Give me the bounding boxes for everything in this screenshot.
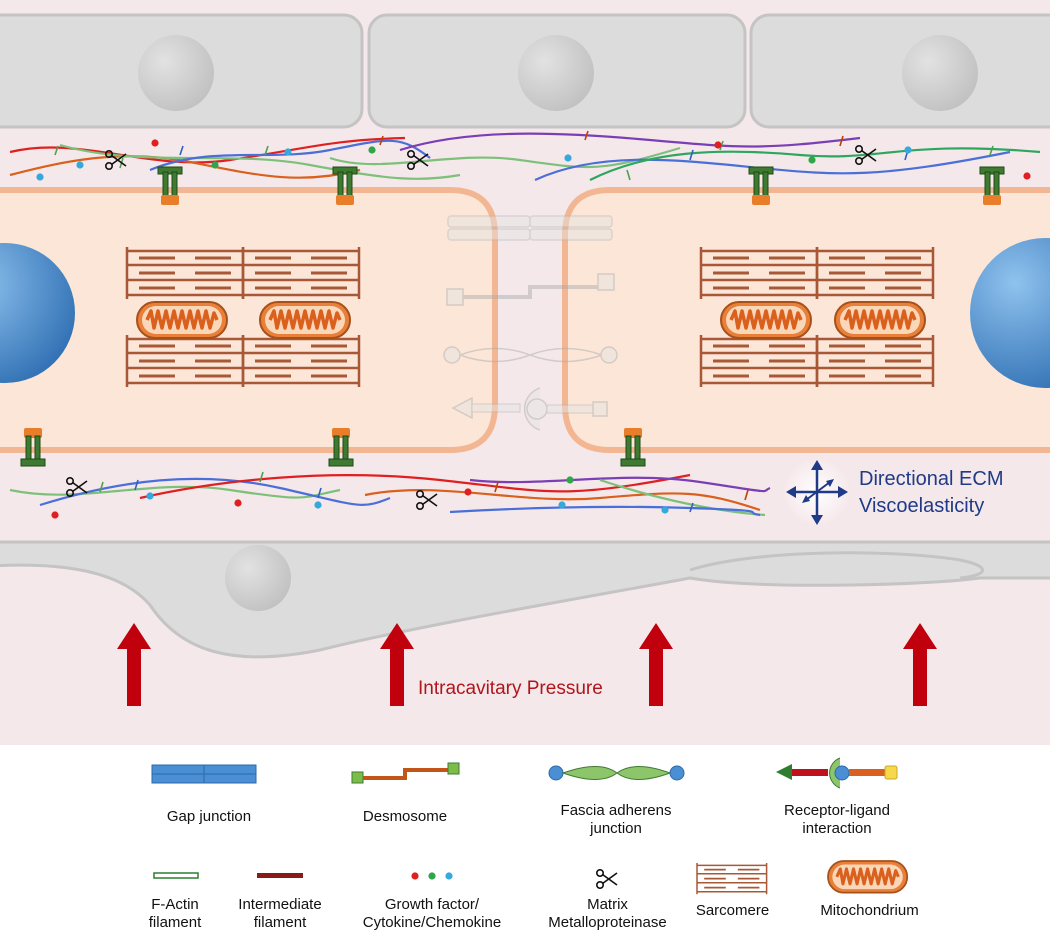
legend-text: Intermediate — [238, 896, 322, 913]
legend-growth-label: Growth factor/ Cytokine/Chemokine — [352, 896, 512, 932]
ecm-label-line2: Viscoelasticity — [859, 495, 985, 517]
nucleus-gray — [225, 545, 291, 611]
mitochondrium — [258, 300, 352, 340]
nucleus-blue — [0, 243, 75, 383]
legend-sarcomere-label: Sarcomere — [680, 902, 785, 920]
legend-fascia-adherens-icon — [548, 765, 685, 781]
intracavitary-pressure-label: Intracavitary Pressure — [418, 678, 603, 699]
legend-text: F-Actin — [151, 896, 199, 913]
legend-text: Matrix — [587, 896, 628, 913]
mitochondrium — [719, 300, 813, 340]
legend-text: Growth factor/ — [384, 896, 480, 913]
legend-mmp-scissors-icon — [595, 868, 618, 890]
top-cell-row — [0, 13, 1050, 129]
legend-desmosome-label: Desmosome — [330, 808, 480, 826]
legend-desmosome-icon — [351, 762, 460, 784]
nucleus-gray — [138, 35, 214, 111]
legend-sarcomere-icon — [696, 862, 768, 896]
legend-receptor-label: Receptor-ligand interaction — [752, 802, 922, 838]
mitochondrium — [135, 300, 229, 340]
legend-gap-junction-label: Gap junction — [134, 808, 284, 826]
legend-gap-junction-icon — [151, 764, 257, 784]
legend-text: junction — [590, 820, 642, 837]
nucleus-gray — [518, 35, 594, 111]
legend-fascia-label: Fascia adherens junction — [531, 802, 701, 838]
legend-text: Cytokine/Chemokine — [362, 914, 502, 931]
legend-intermediate-label: Intermediate filament — [225, 896, 335, 932]
legend-mitochondrium-label: Mitochondrium — [807, 902, 932, 920]
legend-factin-label: F-Actin filament — [120, 896, 230, 932]
legend-growth-factor-icon — [411, 872, 453, 880]
growth-factor-dots-top — [36, 139, 1031, 181]
growth-factor-dots-bottom — [51, 476, 669, 519]
ecm-label-line1: Directional ECM — [859, 468, 1004, 490]
ecm-viscoelasticity-arrows-icon — [783, 458, 851, 526]
legend-mmp-label: Matrix Metalloproteinase — [530, 896, 685, 932]
legend-text: Fascia adherens — [560, 802, 672, 819]
legend-text: Desmosome — [362, 808, 448, 825]
legend-text: Metalloproteinase — [548, 914, 667, 931]
legend-intermediate-filament-icon — [257, 873, 303, 878]
cardiomyocyte-left — [0, 187, 498, 453]
legend-text: Mitochondrium — [820, 902, 919, 919]
legend-text: Sarcomere — [695, 902, 770, 919]
legend-factin-icon — [153, 872, 199, 879]
nucleus-blue — [970, 238, 1050, 388]
legend-text: filament — [148, 914, 202, 931]
nucleus-gray — [902, 35, 978, 111]
legend-text: filament — [253, 914, 307, 931]
intercalated-disc-junctions — [443, 215, 618, 431]
legend-receptor-ligand-icon — [776, 757, 898, 789]
legend-mitochondrium-icon — [826, 859, 909, 895]
mitochondrium — [833, 300, 927, 340]
legend-text: interaction — [802, 820, 872, 837]
legend-text: Gap junction — [166, 808, 252, 825]
ecm-viscoelasticity-label: Directional ECM Viscoelasticity — [859, 466, 1003, 520]
legend-text: Receptor-ligand — [784, 802, 890, 819]
